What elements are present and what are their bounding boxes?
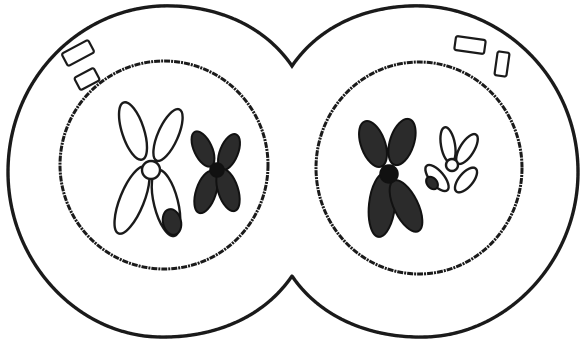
centromere: [380, 165, 398, 183]
left-centriole-pair: [61, 40, 100, 91]
right-large-chromosome: [354, 115, 430, 238]
chromatid-arm: [147, 105, 188, 164]
chromatid-arm: [354, 117, 393, 170]
chromatid-arm: [438, 126, 458, 164]
left-small-chromosome: [187, 128, 245, 216]
chromatid-arm: [113, 99, 152, 163]
right-centriole-pair: [454, 36, 509, 77]
right-centriole-a: [454, 36, 486, 54]
left-nucleus: [60, 61, 268, 269]
right-nucleus: [316, 62, 522, 274]
cell-membrane: [8, 6, 578, 337]
right-centriole-b: [494, 51, 509, 76]
centromere: [446, 159, 458, 171]
chromatid-arm: [383, 115, 421, 168]
centromere: [210, 163, 224, 177]
centromere: [142, 161, 160, 179]
right-small-chromosome: [421, 126, 482, 196]
left-large-chromosome: [107, 99, 188, 239]
